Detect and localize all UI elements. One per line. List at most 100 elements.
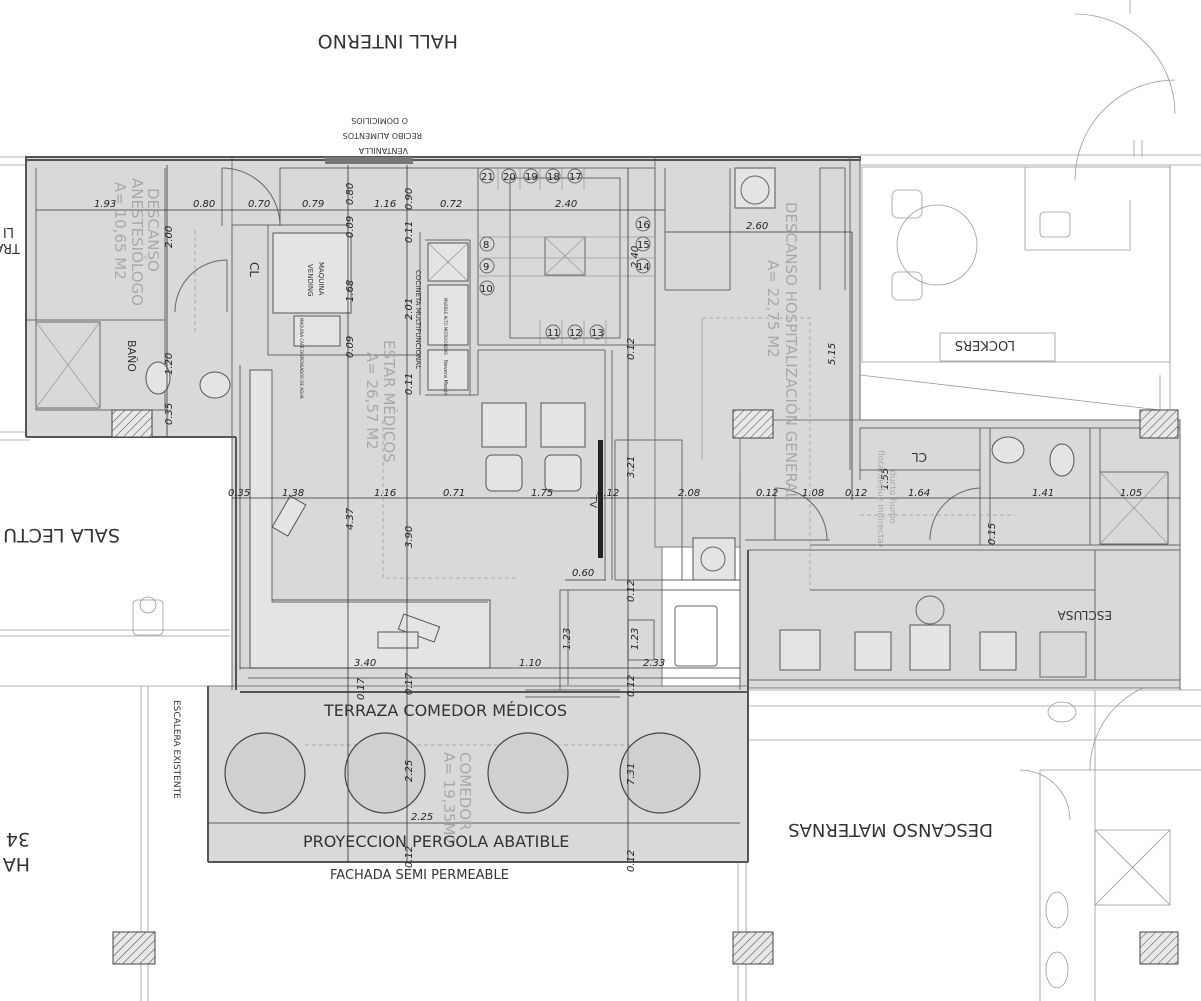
- dim-label: 0.71: [443, 488, 465, 499]
- dim-label: 2.40: [630, 246, 641, 268]
- table-icon: [224, 732, 306, 814]
- step-number: 10: [480, 284, 493, 295]
- dim-label: 0.12: [756, 488, 778, 499]
- label-ducto-flotante: flotante(luz indirecta): [875, 450, 885, 547]
- dim-label: 0.12: [626, 338, 637, 360]
- dim-label: 0.80: [193, 199, 215, 210]
- label-vending: VENDING: [306, 264, 314, 297]
- dim-label: 0.12: [626, 675, 637, 697]
- label-lockers: LOCKERS: [955, 337, 1015, 352]
- step-number: 14: [637, 262, 650, 273]
- dim-label: 0.90: [404, 188, 415, 210]
- label-terraza: TERRAZA COMEDOR MÉDICOS: [323, 701, 567, 720]
- label-mueble-alto: MUEBLE ALTO MICROONDAS: [443, 298, 448, 355]
- dimension-lines: [36, 165, 1180, 862]
- dim-label: 0.35: [164, 403, 175, 425]
- dim-label: 0.60: [572, 568, 594, 579]
- label-esclusa: ESCLUSA: [1057, 608, 1112, 622]
- step-number: 18: [547, 172, 560, 183]
- label-nevera: Nevera Mesón: [442, 360, 449, 396]
- dim-label: 0.12: [404, 846, 415, 868]
- dim-label: 2.25: [404, 760, 415, 782]
- label-escalera: ESCALERA EXISTENTE: [171, 700, 181, 799]
- label-comedor: COMEDOR: [456, 752, 474, 830]
- dim-label: 0.12: [626, 580, 637, 602]
- dim-label: 0.12: [626, 850, 637, 872]
- dim-label: 1.16: [374, 488, 396, 499]
- dim-label: 2.25: [411, 812, 433, 823]
- label-descanso-anest-area: A= 10,65 M2: [111, 182, 129, 280]
- dim-label: 0.12: [845, 488, 867, 499]
- label-recibo-alimentos: RECIBO ALIMENTOS: [343, 131, 422, 140]
- dimension-labels: 1.93 0.80 0.70 0.79 1.16 0.72 2.40 2.60 …: [94, 183, 1142, 872]
- label-bano: BAÑO: [125, 340, 138, 372]
- dim-label: 0.11: [404, 373, 415, 395]
- dim-label: 3.90: [404, 526, 415, 548]
- dim-label: 3.40: [354, 658, 376, 669]
- step-number: 12: [569, 328, 582, 339]
- label-edge-li: LI: [3, 224, 14, 239]
- step-number: 11: [547, 328, 560, 339]
- label-dispensador: MAQUINA CAFÉ DISPENSADOR DE AGUA: [299, 318, 304, 399]
- columns: [111, 409, 1179, 965]
- label-fachada: FACHADA SEMI PERMEABLE: [330, 868, 509, 883]
- label-tv: TV: [587, 494, 598, 508]
- dim-label: 0.79: [302, 199, 324, 210]
- label-descanso-maternas: DESCANSO MATERNAS: [788, 819, 993, 840]
- label-edge-tra: TRA: [0, 240, 21, 255]
- dim-label: 2.33: [643, 658, 665, 669]
- dim-label: 1.05: [1120, 488, 1142, 499]
- vending-machine-icon: [272, 232, 352, 314]
- label-ventanilla: VENTANILLA: [358, 146, 408, 155]
- table-icon: [487, 732, 569, 814]
- step-number: 16: [637, 220, 650, 231]
- tv-icon: [598, 440, 603, 558]
- label-descanso: DESCANSO: [144, 188, 162, 272]
- label-sala-lectura: SALA LECTU: [3, 524, 120, 546]
- label-comedor-area: A= 19,35M2: [440, 752, 458, 845]
- dim-label: 2.40: [555, 199, 577, 210]
- dim-label: 1.75: [531, 488, 553, 499]
- table-icon: [619, 732, 701, 814]
- dim-label: 1.64: [908, 488, 930, 499]
- dim-label: 0.09: [345, 216, 356, 238]
- walls: [25, 156, 1181, 863]
- label-maquina: MAQUINA: [317, 262, 325, 296]
- label-hall-interno: HALL INTERNO: [318, 30, 458, 52]
- dim-label: 0.12: [597, 488, 619, 499]
- step-number: 21: [481, 172, 494, 183]
- step-number: 20: [503, 172, 516, 183]
- dim-label: 1.68: [345, 280, 356, 302]
- dim-label: 0.17: [404, 672, 415, 695]
- dim-label: 2.00: [164, 226, 175, 248]
- dim-label: 3.21: [626, 456, 637, 478]
- step-number: 17: [569, 172, 582, 183]
- furniture: [35, 167, 1169, 814]
- dim-label: 0.72: [440, 199, 462, 210]
- dim-label: 1.38: [282, 488, 304, 499]
- dim-label: 1.41: [1032, 488, 1054, 499]
- dim-label: 2.01: [404, 298, 415, 320]
- label-pergola: PROYECCION PERGOLA ABATIBLE: [303, 832, 569, 851]
- step-number: 9: [483, 262, 489, 273]
- dim-label: 0.17: [356, 677, 367, 700]
- label-cl: CL: [912, 450, 927, 464]
- dim-label: 1.23: [562, 628, 573, 650]
- dim-label: 1.93: [94, 199, 116, 210]
- dim-label: 5.15: [827, 343, 838, 365]
- label-estar-medicos-area: A= 26,57 M2: [363, 352, 381, 450]
- step-number: 13: [591, 328, 604, 339]
- label-edge-34: 34: [6, 828, 30, 850]
- room-labels: HALL INTERNO VENTANILLA RECIBO ALIMENTOS…: [0, 30, 1112, 883]
- label-descanso-hosp-area: A= 22,75 M2: [764, 260, 782, 358]
- stair: [478, 168, 655, 345]
- label-edge-ha: HA: [3, 853, 30, 875]
- dim-label: 1.08: [802, 488, 824, 499]
- label-cocineta: COCINETA MULTIFUNCIONAL: [414, 270, 422, 369]
- dim-label: 0.11: [404, 221, 415, 243]
- step-number: 19: [525, 172, 538, 183]
- dim-label: 4.37: [345, 507, 356, 530]
- dim-label: 1.10: [519, 658, 541, 669]
